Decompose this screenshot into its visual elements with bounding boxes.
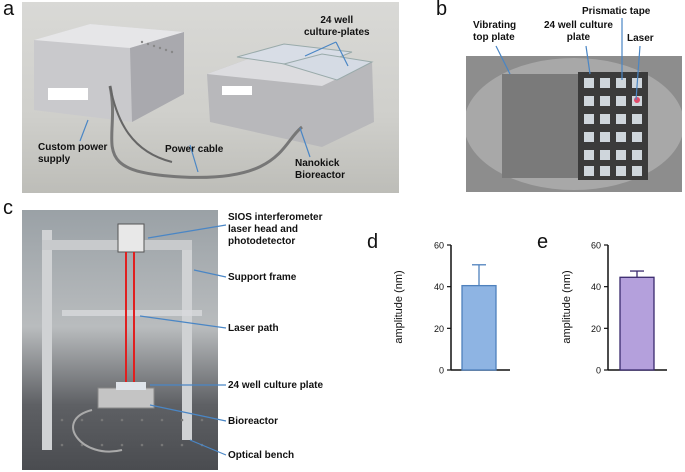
label-vibrating-top-plate: Vibrating top plate	[473, 20, 517, 43]
label-c-bioreactor: Bioreactor	[228, 416, 279, 427]
label-custom-power-supply: Custom power supply	[38, 142, 108, 165]
panel-letter-a: a	[3, 0, 15, 20]
photo-panel-a	[22, 2, 399, 193]
panel-letter-c: c	[3, 197, 13, 219]
label-laser-path: Laser path	[228, 323, 279, 334]
chart-d-bar	[461, 284, 497, 371]
label-nanokick-bioreactor: Nanokick Bioreactor	[295, 158, 346, 181]
chart-e-ylabel: amplitude (nm)	[561, 270, 573, 343]
panel-letter-e: e	[537, 231, 549, 253]
photo-panel-b	[466, 56, 682, 192]
chart-d-ytick-label: 20	[434, 324, 444, 334]
chart-d-ylabel: amplitude (nm)	[393, 270, 405, 343]
chart-d-ytick-label: 0	[439, 366, 444, 376]
label-b-culture-plate: 24 well culture plate	[544, 20, 613, 43]
panel-letter-b: b	[436, 0, 448, 20]
label-laser: Laser	[627, 33, 654, 44]
panel-letter-d: d	[367, 231, 379, 253]
chart-e-ytick-label: 20	[591, 324, 601, 334]
chart-e-ytick-label: 40	[591, 282, 601, 292]
interferometer-photo-illustration	[42, 223, 204, 453]
label-sios-interferometer: SIOS interferometer laser head and photo…	[228, 212, 323, 247]
culture-plate-photo-illustration	[466, 58, 682, 190]
label-culture-plates: 24 well culture-plates	[304, 15, 370, 38]
label-optical-bench: Optical bench	[228, 450, 295, 461]
label-power-cable: Power cable	[165, 144, 224, 155]
label-c-culture-plate: 24 well culture plate	[228, 380, 324, 391]
chart-d-ytick-label: 60	[434, 241, 444, 251]
chart-e-bar	[619, 276, 655, 371]
label-support-frame: Support frame	[228, 272, 297, 283]
photo-panel-c	[22, 210, 218, 470]
label-prismatic-tape: Prismatic tape	[582, 6, 651, 17]
chart-e-ytick-label: 0	[596, 366, 601, 376]
bioreactor-photo-illustration	[34, 24, 374, 179]
chart-e-ytick-label: 60	[591, 241, 601, 251]
chart-d-ytick-label: 40	[434, 282, 444, 292]
